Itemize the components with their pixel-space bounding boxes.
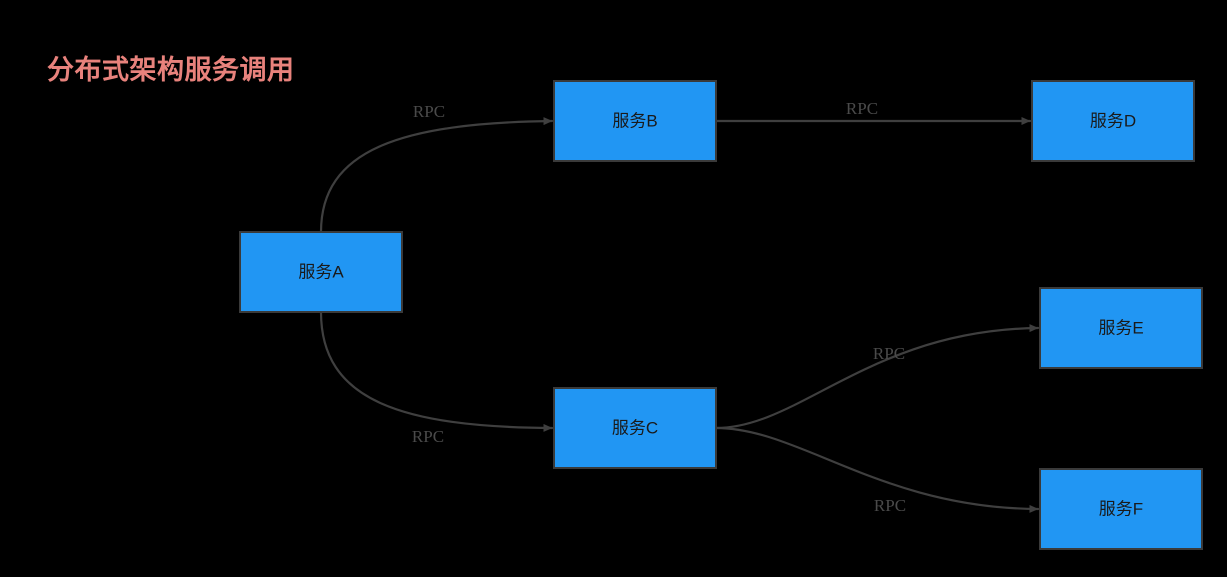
edge-c-f xyxy=(714,426,1040,513)
node-label-d: 服务D xyxy=(1090,111,1136,130)
node-service-f[interactable]: 服务F xyxy=(1039,468,1203,550)
nodes-layer: 服务A 服务B 服务C 服务D 服务E 服务F xyxy=(239,80,1203,550)
edge-label-a-b: RPC xyxy=(413,102,445,121)
node-service-a[interactable]: 服务A xyxy=(239,231,403,313)
edge-label-c-f: RPC xyxy=(874,496,906,515)
node-label-f: 服务F xyxy=(1099,499,1143,518)
node-box-b[interactable] xyxy=(553,80,717,162)
node-box-f[interactable] xyxy=(1039,468,1203,550)
edge-c-e xyxy=(714,324,1040,430)
node-service-e[interactable]: 服务E xyxy=(1039,287,1203,369)
node-service-d[interactable]: 服务D xyxy=(1031,80,1195,162)
node-service-c[interactable]: 服务C xyxy=(553,387,717,469)
edge-a-c xyxy=(319,310,554,432)
edges-layer xyxy=(319,117,1040,513)
node-box-c[interactable] xyxy=(553,387,717,469)
node-box-e[interactable] xyxy=(1039,287,1203,369)
node-label-e: 服务E xyxy=(1098,318,1143,337)
edge-label-a-c: RPC xyxy=(412,427,444,446)
node-box-a[interactable] xyxy=(239,231,403,313)
edge-labels-layer: RPC RPC RPC RPC RPC xyxy=(412,99,906,515)
node-label-b: 服务B xyxy=(612,111,657,130)
edge-label-c-e: RPC xyxy=(873,344,905,363)
node-service-b[interactable]: 服务B xyxy=(553,80,717,162)
edge-label-b-d: RPC xyxy=(846,99,878,118)
node-label-a: 服务A xyxy=(298,262,344,281)
node-label-c: 服务C xyxy=(612,418,658,437)
node-box-d[interactable] xyxy=(1031,80,1195,162)
edge-a-b xyxy=(319,117,554,234)
page-title: 分布式架构服务调用 xyxy=(47,55,295,85)
